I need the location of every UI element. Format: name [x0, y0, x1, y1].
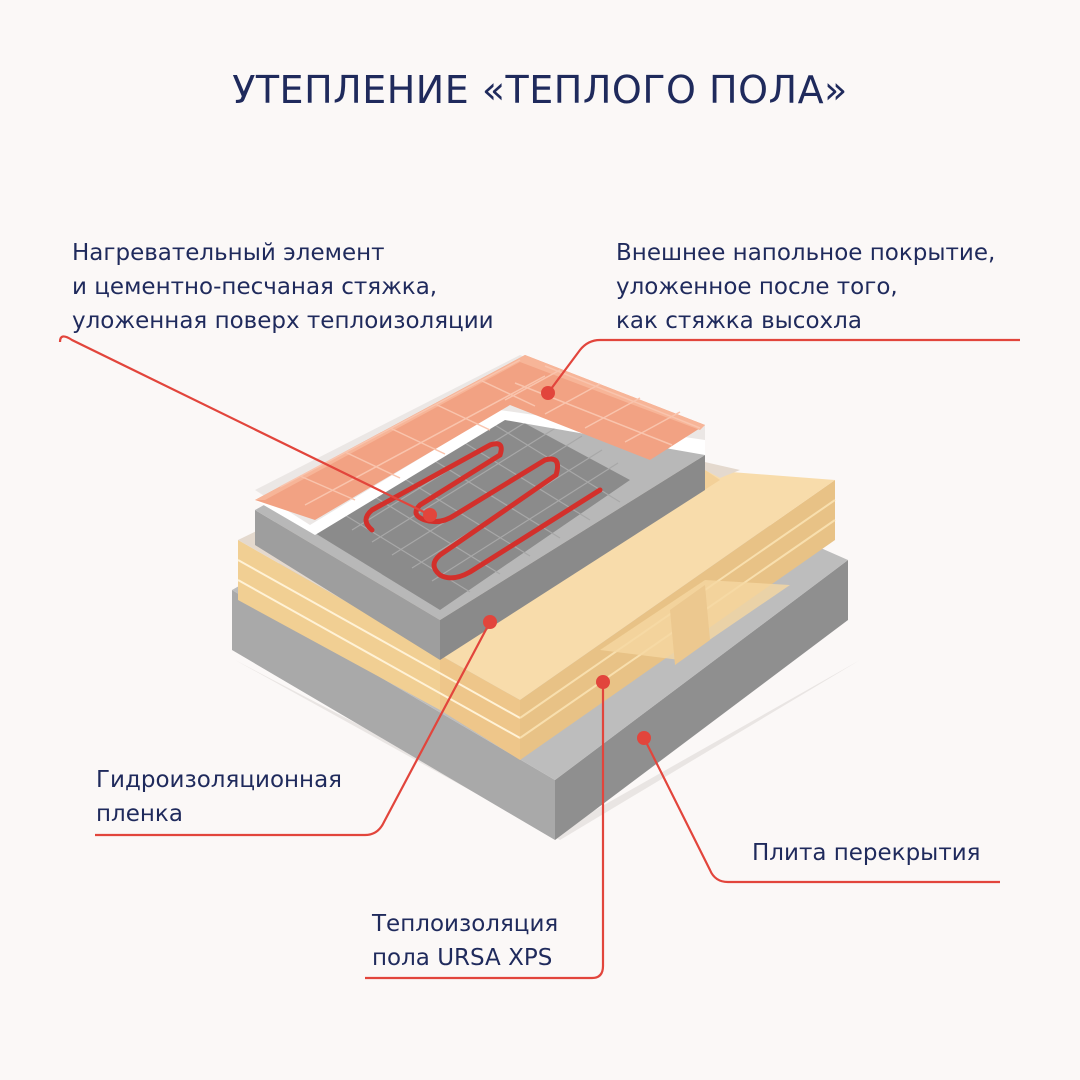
heating-cable: [363, 441, 603, 581]
leader-insulation: [365, 682, 605, 980]
leader-floor-covering: [547, 338, 1020, 394]
label-heating-element: Нагревательный элемент и цементно-песчан…: [72, 240, 494, 334]
label-xps-insulation: Теплоизоляция пола URSA XPS: [372, 911, 559, 971]
label-floor-slab: Плита перекрытия: [752, 840, 981, 866]
page-title: УТЕПЛЕНИЕ «ТЕПЛОГО ПОЛА»: [232, 68, 848, 112]
leader-dots: [423, 386, 651, 745]
label-floor-covering: Внешнее напольное покрытие, уложенное по…: [616, 240, 996, 334]
leader-heating: [58, 335, 431, 516]
floor-tiles: [255, 355, 705, 535]
leader-waterproofing: [95, 621, 491, 837]
label-waterproofing: Гидроизоляционная пленка: [96, 767, 343, 827]
leader-slab: [643, 737, 1000, 884]
leader-lines: [58, 335, 1020, 980]
